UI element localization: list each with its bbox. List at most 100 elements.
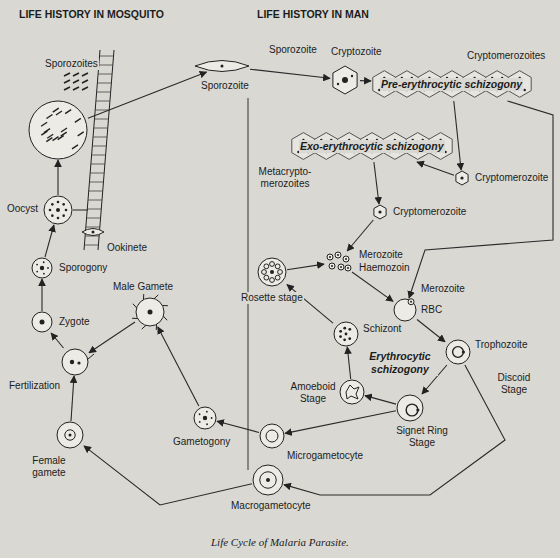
nucleus-dot <box>460 176 463 179</box>
cell-outline <box>340 380 364 404</box>
stage-label: Schizont <box>362 323 402 335</box>
macrogametocyte-shape <box>252 464 284 496</box>
flagellum <box>163 316 167 320</box>
nucleus-dot <box>348 337 351 340</box>
sporozoite-stroke <box>82 73 88 76</box>
ookinete-shape <box>81 228 105 236</box>
macrogametocyte: Macrogametocyte <box>252 464 284 496</box>
sporozoite-stroke <box>82 87 88 90</box>
cycle-arrow <box>417 320 445 342</box>
merozoite <box>278 270 283 275</box>
cell-outline <box>397 395 423 421</box>
sporozoite: Sporozoite <box>194 60 250 72</box>
nucleus-dot <box>206 411 208 413</box>
nucleus <box>266 430 278 442</box>
stage-label: Sporozoites <box>44 58 99 70</box>
cell-outline <box>32 312 52 332</box>
sporozoite-stroke <box>53 137 59 141</box>
cycle-arrow <box>347 347 350 379</box>
sporozoite-stroke <box>58 136 64 140</box>
stage-label: Male Gamete <box>112 281 174 293</box>
flagellum <box>143 294 144 300</box>
wall-rung <box>90 173 104 174</box>
merozoite <box>270 278 275 283</box>
nucleus-dot <box>56 208 60 212</box>
ookinete: Ookinete <box>81 228 105 236</box>
nucleus-dot <box>57 217 60 220</box>
cycle-arrow <box>287 264 324 270</box>
nucleus-dot <box>416 408 419 411</box>
stage-label: Sporozoite <box>200 80 250 92</box>
cycle-arrow <box>89 322 135 353</box>
microgametocyte-shape <box>259 423 285 449</box>
zygote-shape <box>31 311 53 333</box>
cycle-arrow <box>41 279 42 311</box>
sporozoite-stroke <box>73 73 79 76</box>
stage-label: Merozoite <box>358 249 404 261</box>
merozoite <box>264 264 269 269</box>
sporozoite-body <box>82 229 104 236</box>
male-gamete: Male Gamete <box>135 297 165 327</box>
nucleus <box>260 472 277 489</box>
female-gamete-shape <box>56 421 84 449</box>
nucleus-dot <box>43 273 45 275</box>
stomach-wall <box>98 50 114 250</box>
stage-label: Trophozoite <box>474 339 528 351</box>
cycle-arrow <box>158 327 199 406</box>
oocyst-cell: Oocyst <box>43 195 73 225</box>
nucleus-dot <box>339 335 342 338</box>
sporogony-cell: Sporogony <box>31 257 53 279</box>
nucleus-dot <box>410 301 412 303</box>
cycle-arrow <box>57 160 58 195</box>
cryptomerozoite-cell-shape <box>454 170 470 186</box>
merozoite <box>270 262 275 267</box>
nucleus-dot <box>43 261 45 263</box>
wall-rung <box>87 218 101 219</box>
cycle-arrow <box>365 396 396 405</box>
cell-outline <box>62 349 88 375</box>
wall-rung <box>86 227 100 228</box>
cycle-arrow <box>347 220 373 251</box>
wall-rung <box>94 119 108 120</box>
stage-label: Signet Ring Stage <box>390 425 454 449</box>
wall-rung <box>93 137 107 138</box>
amoeboid-parasite <box>346 385 359 399</box>
salivary-gland: Sporozoites <box>28 100 88 160</box>
rbc-cell-shape <box>393 298 417 322</box>
nucleus-dot <box>444 151 446 153</box>
nucleus-dot <box>345 258 347 260</box>
nucleus-dot <box>47 267 49 269</box>
zygote: Zygote <box>31 311 53 333</box>
sporozoite-stroke <box>64 87 70 90</box>
cell-outline <box>136 298 164 326</box>
nucleus-dot <box>199 413 201 415</box>
sporogony-cell-shape <box>31 257 53 279</box>
rosette-cell-shape <box>257 257 287 287</box>
stage-label: Microgametocyte <box>286 450 364 462</box>
cycle-arrow <box>417 162 454 175</box>
sporozoite-stroke <box>65 110 71 114</box>
cryptomerozoite-cell: Cryptomerozoite <box>454 170 470 186</box>
nucleus-dot <box>462 350 465 353</box>
cell-outline <box>338 264 344 270</box>
sporozoite-stroke <box>72 145 78 149</box>
nucleus-dot <box>221 65 224 68</box>
cell-outline <box>57 422 83 448</box>
sporozoite-stroke <box>78 132 84 136</box>
stage-title: Pre-erythrocytic schizogony <box>380 78 523 91</box>
nucleus-dot <box>203 416 207 420</box>
stage-label: Sporogony <box>58 262 108 274</box>
nucleus-dot <box>199 421 201 423</box>
cycle-arrow <box>71 376 74 421</box>
merozoite <box>264 275 269 280</box>
stage-label: Cryptomerozoites <box>466 50 546 62</box>
signet-ring-cell: Signet Ring Stage <box>396 394 424 422</box>
nucleus-dot <box>343 338 346 341</box>
sporozoite-body <box>195 61 249 72</box>
phase-label: Erythrocytic schizogony <box>362 350 438 376</box>
stage-label: Metacrypto-merozoites <box>252 166 318 190</box>
rbc-cell: MerozoiteRBC <box>393 298 417 322</box>
wall-rung <box>100 56 114 57</box>
sporozoite-stroke <box>73 87 79 90</box>
cycle-arrow <box>352 272 393 301</box>
